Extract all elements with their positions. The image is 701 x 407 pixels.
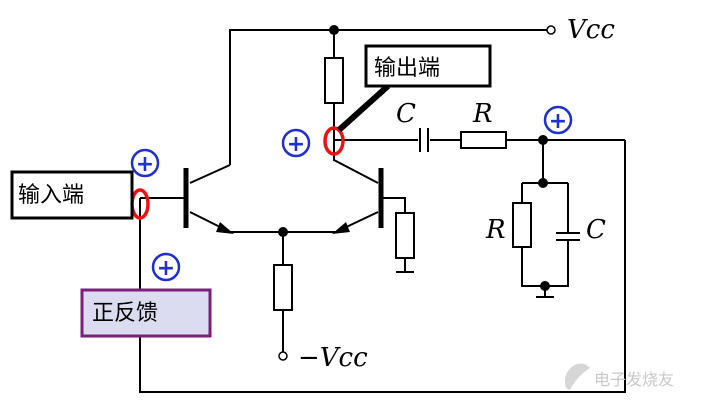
plus-sign-output: + xyxy=(287,132,305,157)
shunt-cap-plates xyxy=(556,232,580,241)
cap-top-label: C xyxy=(396,99,416,129)
rc-ground xyxy=(536,286,554,298)
output-callout: 输出端 xyxy=(364,44,492,88)
collector-resistor xyxy=(324,57,344,104)
plus-sign-input: + xyxy=(136,152,154,177)
q2-emitter-arrow xyxy=(332,222,350,234)
cap-top-plates xyxy=(419,128,429,152)
watermark-logo-icon xyxy=(564,363,590,390)
output-callout-text: 输出端 xyxy=(374,56,440,81)
rc-branches xyxy=(521,182,569,287)
feedback-callout-text: 正反馈 xyxy=(92,301,158,326)
res-right-label: R xyxy=(485,215,506,245)
feedback-callout: 正反馈 xyxy=(80,288,212,338)
q2-base-wire xyxy=(381,197,406,213)
plus-sign-network: + xyxy=(549,109,567,134)
output-highlight xyxy=(323,126,345,156)
plus-marker-feedback: + xyxy=(151,252,181,282)
input-callout-text: 输入端 xyxy=(18,183,84,208)
plus-sign-feedback: + xyxy=(157,256,175,281)
output-pointer xyxy=(336,83,391,133)
watermark-text: 电子发烧友 xyxy=(594,370,674,389)
series-resistor xyxy=(460,131,507,149)
vcc-terminal xyxy=(546,25,556,35)
q1-collector xyxy=(189,164,231,184)
neg-vcc-terminal xyxy=(278,351,288,361)
vcc-rail xyxy=(229,29,548,165)
input-callout: 输入端 xyxy=(10,170,134,220)
q2-collector xyxy=(333,140,379,184)
cap-right-label: C xyxy=(586,215,606,245)
plus-marker-output: + xyxy=(281,128,311,158)
q2-base-resistor xyxy=(395,212,415,259)
q1-emitter-arrow xyxy=(216,222,234,234)
tail-resistor xyxy=(273,264,293,311)
q2-base-ground xyxy=(396,258,414,273)
plus-marker-network: + xyxy=(543,105,573,135)
plus-marker-input: + xyxy=(130,148,160,178)
neg-vcc-label: −Vcc xyxy=(298,343,368,373)
res-top-label: R xyxy=(472,99,493,129)
shunt-resistor xyxy=(512,202,532,248)
watermark: 电子发烧友 xyxy=(564,363,674,390)
vcc-label: Vcc xyxy=(567,15,615,45)
